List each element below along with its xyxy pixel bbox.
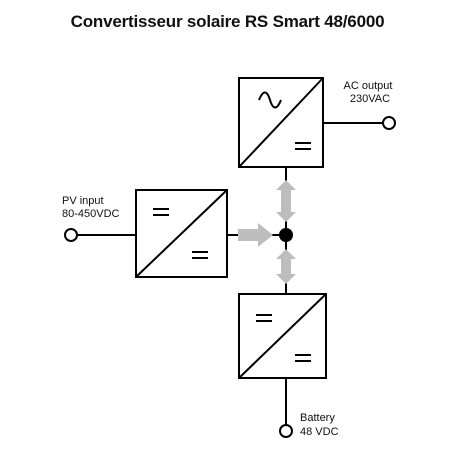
flow-arrow-battery [276,249,296,284]
ac-inverter-block [238,77,324,168]
dc-equals-icon [256,314,272,322]
ac-sine-icon [258,91,282,109]
junction-node [279,228,293,242]
battery-terminal [279,424,293,438]
ac-output-terminal [382,116,396,130]
ac-output-value: 230VAC [350,93,390,105]
flow-arrow-pv [238,223,273,247]
wires [77,122,384,425]
battery-value: 48 VDC [300,426,339,438]
dc-equals-icon [295,142,311,150]
ac-output-label: AC output [344,80,393,92]
pv-input-value: 80-450VDC [62,208,120,220]
battery-converter-block [238,293,327,379]
pv-input-label: PV input [62,195,104,207]
dc-equals-icon [153,208,169,216]
battery-label: Battery [300,412,335,424]
pv-converter-block [135,189,228,278]
pv-input-terminal [64,228,78,242]
page-title: Convertisseur solaire RS Smart 48/6000 [70,12,385,31]
dc-equals-icon [192,251,208,259]
flow-arrow-up-ac [276,180,296,222]
dc-equals-icon [295,354,311,362]
